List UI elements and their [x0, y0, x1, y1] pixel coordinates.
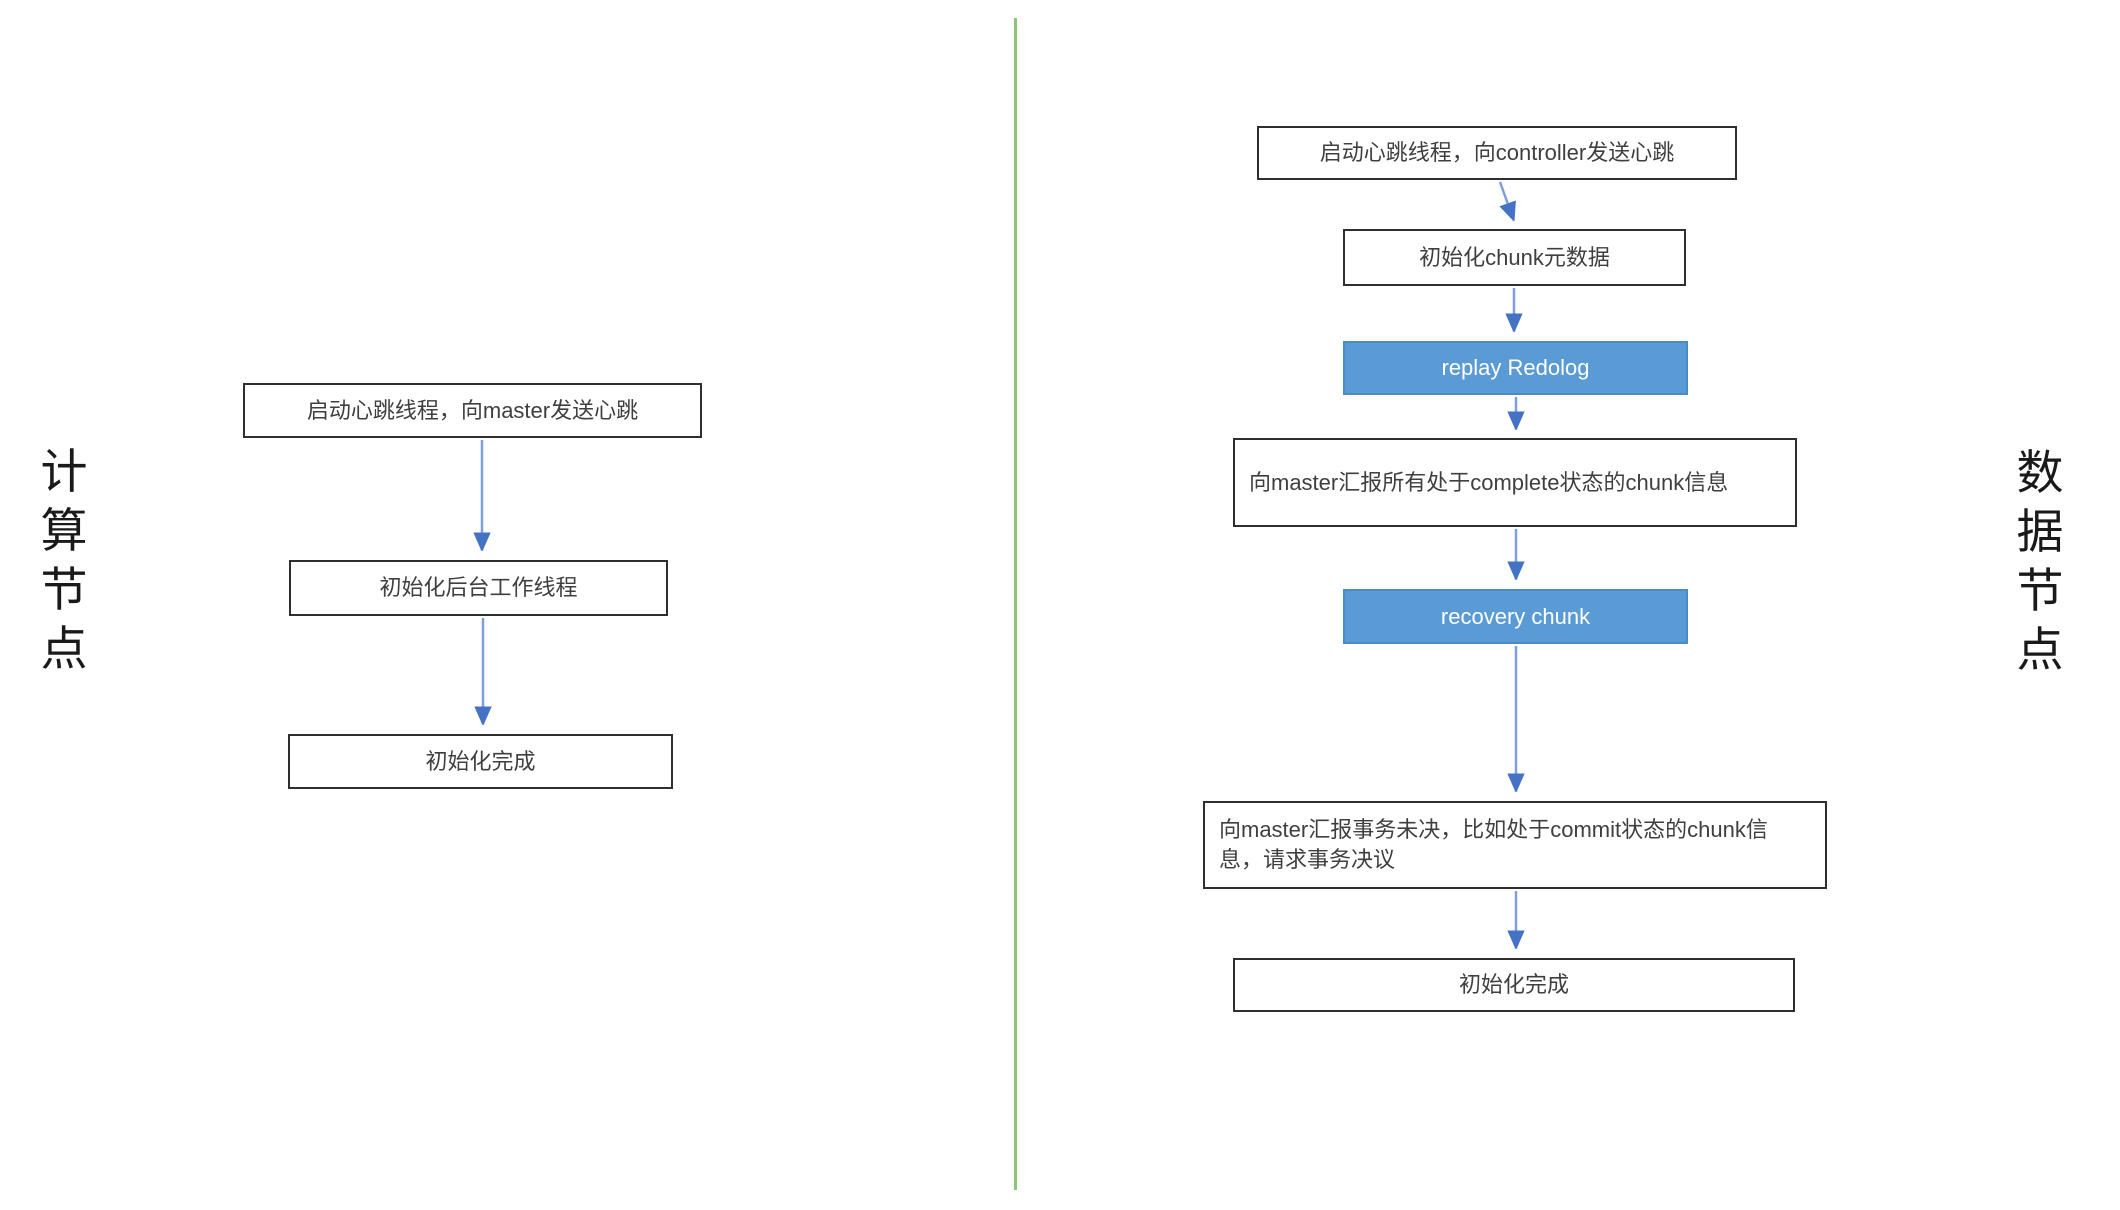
- flow-node-start-heartbeat-master: 启动心跳线程，向master发送心跳: [243, 383, 702, 438]
- section-divider-line: [1014, 18, 1017, 1190]
- flow-node-report-pending-transactions: 向master汇报事务未决，比如处于commit状态的chunk信息，请求事务决…: [1203, 801, 1827, 889]
- flow-node-report-complete-chunks: 向master汇报所有处于complete状态的chunk信息: [1233, 438, 1797, 527]
- right-section-title: 数据节点: [2016, 448, 2064, 677]
- flow-node-recovery-chunk: recovery chunk: [1343, 589, 1688, 644]
- flow-node-start-heartbeat-controller: 启动心跳线程，向controller发送心跳: [1257, 126, 1737, 180]
- left-section-title: 计算节点: [40, 447, 88, 676]
- flow-node-right-init-done: 初始化完成: [1233, 958, 1795, 1012]
- arrow-right-1: [1498, 181, 1514, 221]
- flow-node-left-init-done: 初始化完成: [288, 734, 673, 789]
- flow-node-init-background-threads: 初始化后台工作线程: [289, 560, 668, 616]
- flow-node-init-chunk-metadata: 初始化chunk元数据: [1343, 229, 1686, 286]
- flow-node-replay-redolog: replay Redolog: [1343, 341, 1688, 395]
